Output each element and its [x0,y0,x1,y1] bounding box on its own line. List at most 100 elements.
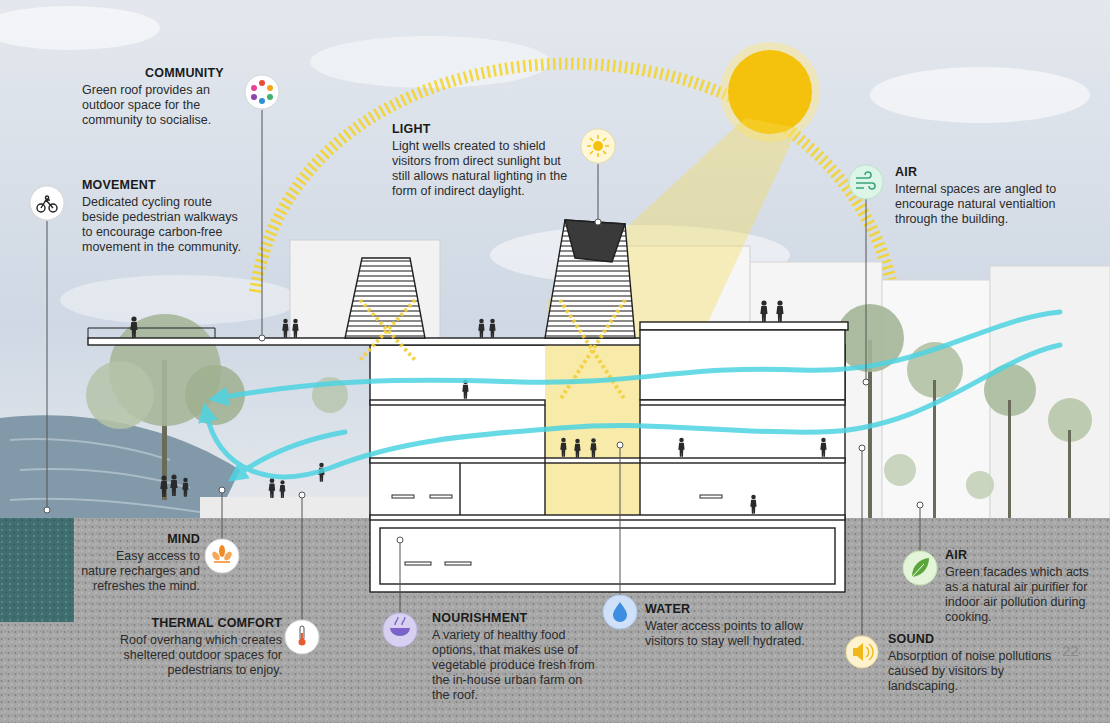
callout-heading: THERMAL COMFORT [102,616,282,631]
people [130,316,137,338]
callout-text: Absorption of noise pollutions caused by… [888,649,1053,694]
nourishment-icon [383,613,417,647]
speaker-icon [846,636,878,668]
building-section [640,330,845,400]
trees [1008,400,1011,518]
building-section [639,405,640,515]
light-rays [360,300,625,400]
water-drop-icon [603,595,637,629]
wind-flow [206,345,1060,477]
wind-icon [849,165,883,199]
ground [0,518,1110,723]
callout-text: Water access points to allow visitors to… [645,619,820,649]
callout-heading: COMMUNITY [145,66,265,81]
leader-lines [863,379,869,385]
community-icon [259,98,265,104]
building-section [380,528,835,584]
leaf-icon [903,551,937,585]
speaker-icon [866,644,873,660]
thermometer-icon [300,626,304,640]
water-drop-icon [603,595,637,629]
leader-lines [595,219,601,225]
speaker-icon [853,643,863,661]
bicycle-icon [30,186,64,220]
leader-lines [617,442,623,448]
callout-heading: AIR [945,548,1095,563]
people [478,319,484,338]
bicycle-icon [41,196,53,208]
mind-icon [219,545,225,557]
building-section [640,400,845,405]
people [560,438,566,457]
building-section [545,220,635,338]
people [282,319,288,338]
people [574,439,580,458]
leader-lines [222,493,223,539]
people [678,438,684,457]
ground [0,497,1110,723]
leader-lines [400,543,401,613]
callout-text: Easy access to nature recharges and refr… [80,549,200,594]
callout-heading: SOUND [888,632,1038,647]
thermometer-icon [285,620,319,654]
mind-icon [214,561,230,563]
callout-text: Roof overhang which creates sheltered ou… [107,633,282,678]
bicycle-icon [30,186,64,220]
trees [86,361,154,429]
trees [1068,430,1071,518]
mind-icon [205,539,239,573]
callout-heading: LIGHT [392,122,512,137]
leader-lines [917,502,923,508]
community-icon [251,94,257,100]
light-rays [360,300,625,400]
building-section [459,463,460,515]
wind-flow [206,312,1060,477]
leader-lines [259,335,265,341]
furniture [392,495,722,565]
nourishment-icon [395,617,405,625]
icons [30,75,937,668]
page-number: 22 [1062,643,1102,658]
people [590,438,596,457]
sun-icon [587,135,609,157]
leaf-icon [903,551,937,585]
sun [728,50,812,134]
wind-flow [218,312,1060,398]
leader-lines [44,110,923,635]
leader-lines [859,445,865,451]
leader-lines [302,498,303,620]
community-icon [267,85,273,91]
river [10,439,200,512]
thermometer-icon [301,633,303,641]
sun-icon [593,141,603,151]
people [279,480,285,498]
furniture [392,495,414,498]
wind-icon [849,165,883,199]
furniture [405,562,431,565]
building-section [640,322,848,330]
mind-icon [211,550,222,562]
community-icon [251,85,257,91]
leader-lines [47,221,48,507]
leader-lines [262,110,263,335]
community-icon [259,80,265,86]
leaf-icon [912,558,929,577]
furniture [430,495,452,498]
callout-text: Internal spaces are angled to encourage … [895,182,1087,227]
wind-flow [236,432,345,476]
water-drop-icon [613,602,627,622]
building-section [215,328,216,338]
sun-icon [581,129,615,163]
speaker-icon [846,636,878,668]
callout-heading: MOVEMENT [82,178,222,193]
building-section [88,328,89,338]
people [776,300,783,322]
people [160,475,167,497]
people [269,478,276,498]
people [170,474,177,496]
building-section [370,400,545,405]
